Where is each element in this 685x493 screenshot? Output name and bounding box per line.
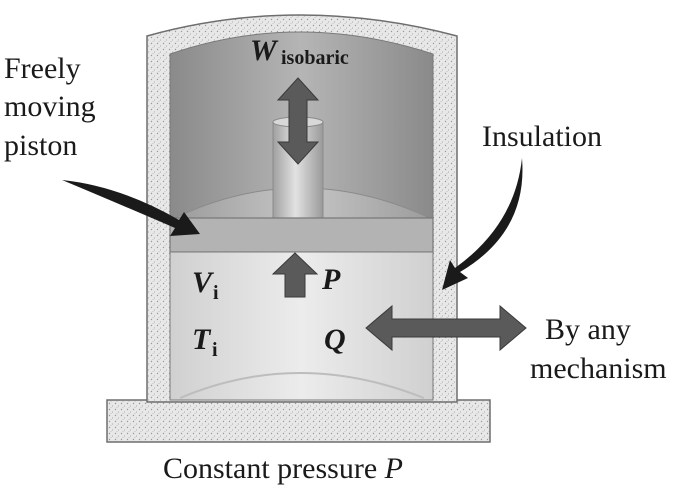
- pressure-symbol: P: [321, 263, 341, 296]
- work-subscript: isobaric: [281, 47, 349, 69]
- volume-subscript: i: [213, 282, 219, 304]
- caption-symbol: P: [384, 452, 403, 485]
- piston-label: piston: [4, 129, 77, 162]
- mechanism-label: mechanism: [530, 352, 667, 385]
- caption-text: Constant pressure: [163, 452, 385, 485]
- work-double-arrow: [276, 77, 320, 165]
- caption: Constant pressure P: [163, 452, 403, 485]
- insulation-label: Insulation: [482, 120, 602, 153]
- heat-symbol: Q: [324, 323, 346, 356]
- piston: [169, 217, 434, 253]
- moving-label: moving: [4, 90, 96, 123]
- work-symbol: W: [250, 34, 279, 67]
- base-insulation: [106, 399, 491, 443]
- heat-double-arrow: [365, 304, 527, 352]
- temperature-symbol: T: [192, 323, 212, 356]
- gas-bottom-curve: [179, 372, 425, 399]
- insulation-pointer-arrow: [442, 158, 523, 290]
- temperature-subscript: i: [212, 339, 218, 361]
- by-any-label: By any: [545, 313, 631, 346]
- pressure-arrow: [271, 252, 319, 298]
- piston-pointer-arrow: [62, 180, 200, 236]
- volume-symbol: V: [192, 266, 215, 299]
- freely-label: Freely: [4, 52, 81, 85]
